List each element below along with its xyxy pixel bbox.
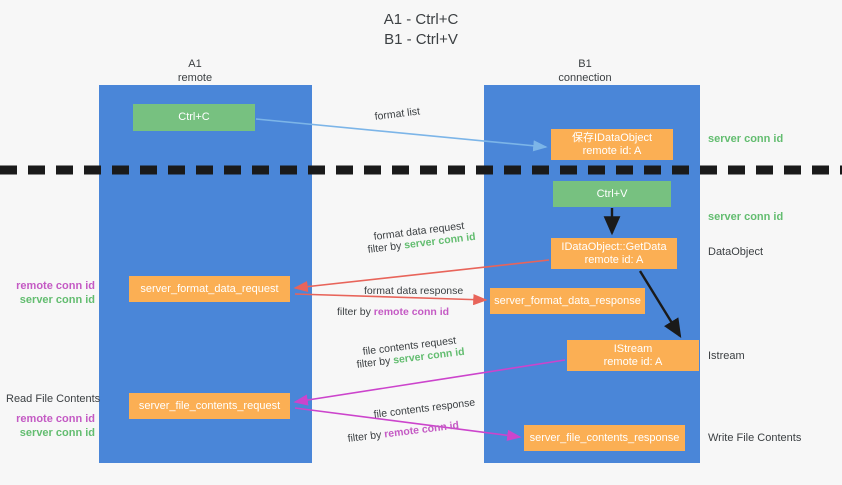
node-idataobject-getdata-label: IDataObject::GetData: [561, 240, 667, 253]
edge-label-format-data-response-text: format data response: [364, 285, 464, 297]
right-label-dataobject: DataObject: [708, 246, 764, 258]
left-label-read-file-contents: Read File Contents: [6, 393, 101, 405]
lane-header-a1: A1 remote: [125, 57, 265, 85]
node-server-format-data-response[interactable]: server_format_data_response: [490, 288, 645, 314]
node-istream-remote-id: remote id: A: [603, 355, 663, 368]
node-server-format-data-response-label: server_format_data_response: [494, 294, 641, 307]
right-label-write-file-contents: Write File Contents: [708, 432, 802, 444]
node-server-file-contents-request-label: server_file_contents_request: [138, 399, 281, 412]
arrow-format-data-request: [293, 259, 550, 293]
node-idataobject-getdata-remote-id: remote id: A: [584, 253, 644, 266]
title-line-1: A1 - Ctrl+C: [383, 11, 459, 28]
lane-header-a1-title: A1: [188, 58, 202, 70]
left-label-conn-ids-2: remote conn id server conn id: [10, 412, 95, 440]
filter-prefix: filter by: [337, 306, 374, 318]
lane-header-b1-title: B1: [578, 58, 592, 70]
page-title: A1 - Ctrl+C B1 - Ctrl+V: [0, 10, 842, 50]
edge-label-format-data-response-filter: filter by remote conn id: [337, 306, 449, 319]
right-label-server-conn-id-2: server conn id: [708, 211, 784, 223]
arrow-format-list: [255, 118, 548, 152]
node-server-format-data-request-label: server_format_data_request: [140, 282, 279, 295]
node-istream[interactable]: IStream remote id: A: [567, 340, 699, 371]
node-ctrl-c-label: Ctrl+C: [178, 111, 210, 123]
arrow-getdata-to-istream: [638, 270, 682, 339]
node-ctrl-c[interactable]: Ctrl+C: [133, 104, 255, 131]
node-idataobject-getdata[interactable]: IDataObject::GetData remote id: A: [551, 238, 677, 269]
left-label-server-conn-id-2: server conn id: [19, 427, 95, 439]
arrow-file-contents-response: [294, 407, 522, 441]
left-label-server-conn-id-1: server conn id: [19, 294, 95, 306]
node-ctrl-v-label: Ctrl+V: [596, 187, 628, 200]
left-label-remote-conn-id-2: remote conn id: [16, 413, 95, 425]
node-ole-dataobject-remote-id: remote id: A: [582, 144, 642, 157]
node-server-file-contents-response-label: server_file_contents_response: [529, 431, 680, 444]
node-ctrl-v[interactable]: Ctrl+V: [553, 181, 671, 207]
node-istream-label: IStream: [613, 342, 653, 355]
title-line-2: B1 - Ctrl+V: [384, 31, 458, 48]
node-ole-dataobject-label: 保存IDataObject: [571, 131, 653, 144]
arrow-format-data-response: [294, 293, 488, 306]
arrow-file-contents-request: [293, 359, 566, 406]
node-ole-dataobject[interactable]: 保存IDataObject remote id: A: [551, 129, 673, 160]
left-label-conn-ids-1: remote conn id server conn id: [10, 279, 95, 307]
lane-header-b1: B1 connection: [515, 57, 655, 85]
lane-header-b1-subtitle: connection: [558, 72, 612, 84]
right-label-server-conn-id-1: server conn id: [708, 133, 784, 145]
edge-label-format-data-response: format data response: [364, 285, 463, 298]
left-label-remote-conn-id-1: remote conn id: [16, 280, 95, 292]
right-label-istream: Istream: [708, 350, 745, 362]
node-server-file-contents-response[interactable]: server_file_contents_response: [524, 425, 685, 451]
lane-header-a1-subtitle: remote: [177, 72, 213, 84]
filter-value-remote-conn-id: remote conn id: [373, 306, 450, 318]
node-server-format-data-request[interactable]: server_format_data_request: [129, 276, 290, 302]
node-server-file-contents-request[interactable]: server_file_contents_request: [129, 393, 290, 419]
